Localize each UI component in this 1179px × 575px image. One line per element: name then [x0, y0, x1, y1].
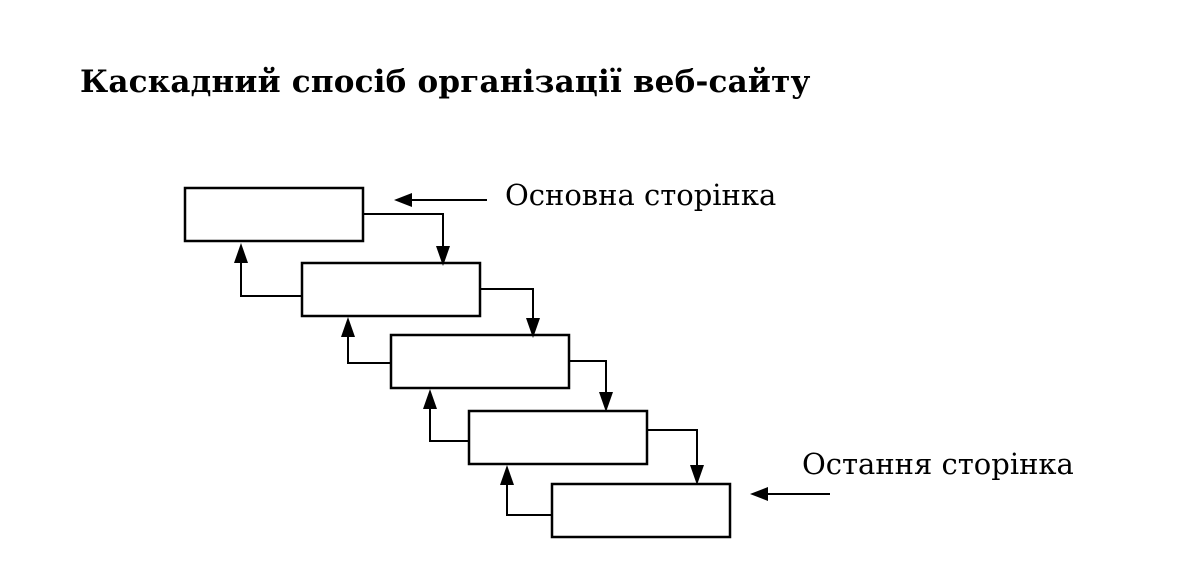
page-box-2	[300, 261, 482, 318]
forward-link-4	[647, 429, 704, 485]
last-page-label: Остання сторінка	[802, 447, 1074, 481]
forward-link-1	[363, 213, 450, 266]
back-link-3	[423, 389, 469, 442]
arrow-down-icon	[526, 318, 540, 338]
forward-link-2	[480, 288, 540, 338]
arrow-down-icon	[690, 465, 704, 485]
page-title: Каскадний спосіб організації веб-сайту	[80, 64, 811, 100]
page-box-1	[183, 186, 365, 243]
first-page-pointer	[394, 193, 487, 207]
first-page-label: Основна сторінка	[505, 178, 776, 212]
back-link-1	[234, 243, 302, 297]
arrow-up-icon	[341, 317, 355, 337]
arrow-left-icon	[750, 487, 768, 501]
back-link-4	[500, 465, 552, 516]
arrow-up-icon	[423, 389, 437, 409]
back-link-2	[341, 317, 391, 364]
page-box-5	[550, 482, 732, 539]
page-box-4	[467, 409, 649, 466]
forward-link-3	[569, 360, 613, 412]
arrow-down-icon	[436, 246, 450, 266]
arrow-up-icon	[500, 465, 514, 485]
page-box-3	[389, 333, 571, 390]
arrow-up-icon	[234, 243, 248, 263]
arrow-down-icon	[599, 392, 613, 412]
arrow-left-icon	[394, 193, 412, 207]
last-page-pointer	[750, 487, 830, 501]
